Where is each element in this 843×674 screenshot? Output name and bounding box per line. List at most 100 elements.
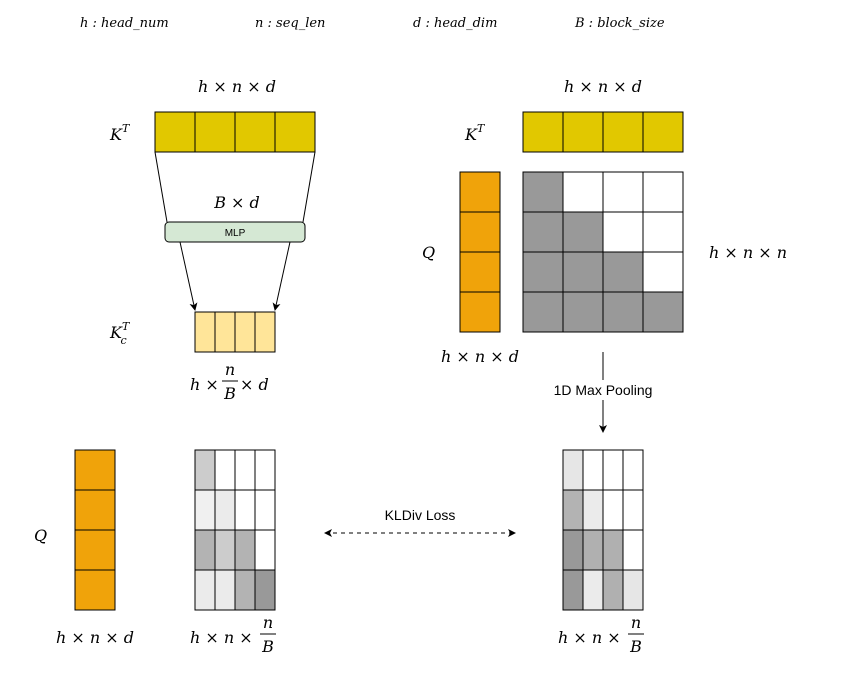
block-cell <box>602 251 644 293</box>
mlp-arrow-right <box>272 241 291 311</box>
block-cell <box>459 211 501 253</box>
mlp-box <box>164 221 306 243</box>
right-q-block <box>459 171 501 333</box>
block-cell <box>602 171 644 213</box>
block-cell <box>622 569 644 611</box>
block-cell <box>562 529 584 571</box>
projection-line-left <box>154 151 168 223</box>
svg-text:h × n ×: h × n × <box>190 628 253 647</box>
block-cell <box>642 171 684 213</box>
pred-dims: h × n × n B <box>190 613 276 656</box>
block-cell <box>562 171 604 213</box>
block-cell <box>194 111 236 153</box>
block-cell <box>622 529 644 571</box>
svg-text:h × n ×: h × n × <box>558 628 621 647</box>
svg-text:B: B <box>629 637 642 656</box>
compressed-k-block <box>194 311 276 353</box>
block-cell <box>194 449 216 491</box>
svg-text:n: n <box>631 613 641 632</box>
block-cell <box>459 171 501 213</box>
block-cell <box>602 111 644 153</box>
kldiv-label: KLDiv Loss <box>385 507 456 523</box>
svg-text:B: B <box>261 637 274 656</box>
kc-dims: h × n B × d <box>190 360 269 403</box>
block-cell <box>234 569 256 611</box>
mlp-arrow-left <box>179 241 198 311</box>
left-k-transpose-block <box>154 111 316 153</box>
block-cell <box>74 489 116 531</box>
pooled-attention-grid <box>562 449 644 611</box>
block-cell <box>522 111 564 153</box>
block-cell <box>562 211 604 253</box>
block-cell <box>194 311 216 353</box>
block-cell <box>562 291 604 333</box>
block-cell <box>522 211 564 253</box>
block-cell <box>602 529 624 571</box>
block-cell <box>582 489 604 531</box>
block-cell <box>234 449 256 491</box>
block-cell <box>522 291 564 333</box>
block-cell <box>74 449 116 491</box>
left-kt-dims: h × n × d <box>198 77 276 96</box>
block-cell <box>642 251 684 293</box>
block-cell <box>214 489 236 531</box>
block-cell <box>562 449 584 491</box>
attention-dims: h × n × n <box>709 243 787 262</box>
block-cell <box>74 529 116 571</box>
block-cell <box>234 529 256 571</box>
block-cell <box>194 569 216 611</box>
svg-text:n: n <box>263 613 273 632</box>
pooled-dims: h × n × n B <box>558 613 644 656</box>
attention-mask-grid <box>522 171 684 333</box>
block-cell <box>194 529 216 571</box>
block-cell <box>234 111 276 153</box>
block-cell <box>234 489 256 531</box>
block-cell <box>459 291 501 333</box>
block-cell <box>642 291 684 333</box>
block-cell <box>602 489 624 531</box>
right-q-label: Q <box>422 243 435 262</box>
right-k-transpose-block <box>522 111 684 153</box>
right-kt-label: KT <box>464 122 486 144</box>
predicted-attention-grid <box>194 449 276 611</box>
block-cell <box>622 449 644 491</box>
right-q-dims: h × n × d <box>441 347 519 366</box>
block-cell <box>234 311 256 353</box>
block-cell <box>582 529 604 571</box>
legend-head-dim: d : head_dim <box>413 16 497 31</box>
svg-text:B: B <box>223 384 236 403</box>
block-cell <box>154 111 196 153</box>
block-cell <box>254 311 276 353</box>
block-cell <box>562 111 604 153</box>
block-cell <box>254 449 276 491</box>
block-cell <box>562 569 584 611</box>
block-cell <box>214 569 236 611</box>
block-cell <box>194 489 216 531</box>
block-cell <box>254 489 276 531</box>
legend-seq-len: n : seq_len <box>255 16 325 31</box>
block-cell <box>582 569 604 611</box>
svg-text:h ×: h × <box>190 375 219 394</box>
block-cell <box>602 211 644 253</box>
block-cell <box>522 171 564 213</box>
svg-text:× d: × d <box>240 375 269 394</box>
right-kt-dims: h × n × d <box>564 77 642 96</box>
block-cell <box>562 489 584 531</box>
block-cell <box>214 449 236 491</box>
bottom-q-label: Q <box>34 526 47 545</box>
block-cell <box>602 569 624 611</box>
legend-head-num: h : head_num <box>80 16 169 31</box>
block-cell <box>602 291 644 333</box>
block-cell <box>602 449 624 491</box>
block-cell <box>622 489 644 531</box>
block-cell <box>274 111 316 153</box>
block-cell <box>254 569 276 611</box>
legend-block-size: B : block_size <box>574 16 665 31</box>
bottom-q-block <box>74 449 116 611</box>
mlp-dims: B × d <box>213 193 260 212</box>
block-cell <box>582 449 604 491</box>
block-cell <box>642 211 684 253</box>
block-cell <box>214 529 236 571</box>
svg-text:n: n <box>225 360 235 379</box>
